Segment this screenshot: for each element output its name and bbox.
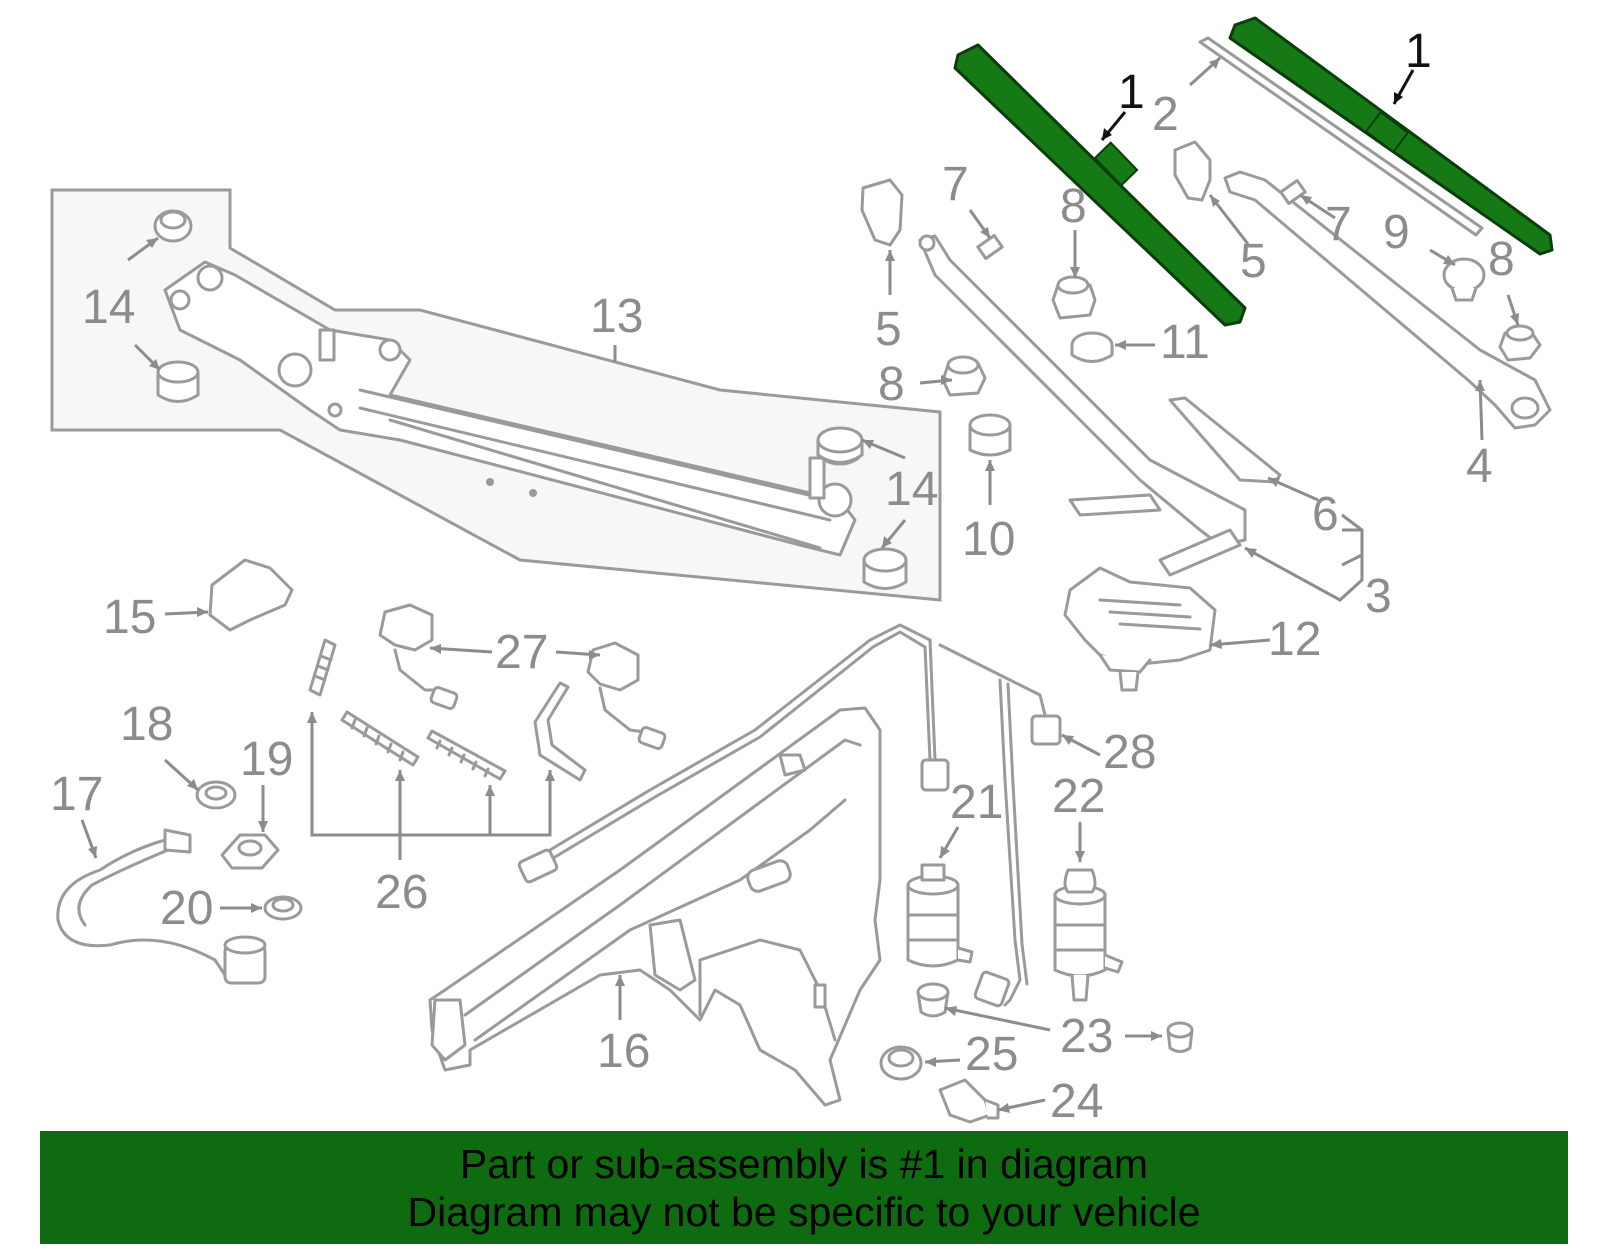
clip-7-right <box>1279 179 1307 205</box>
callout-12: 12 <box>1268 613 1321 666</box>
clip-7-left <box>976 234 1004 260</box>
grommet-14-right-lower <box>862 547 908 590</box>
clamp-20 <box>263 895 303 921</box>
hose-26-c <box>426 729 507 781</box>
callout-4: 4 <box>1466 440 1493 493</box>
spoiler-6 <box>1168 396 1282 484</box>
callout-6: 6 <box>1312 488 1339 541</box>
nut-8-left <box>941 355 987 397</box>
callout-21: 21 <box>950 776 1003 829</box>
sensor-24 <box>938 1078 1000 1124</box>
callout-7-left: 7 <box>942 158 969 211</box>
callout-8-center: 8 <box>1060 180 1087 233</box>
nut-8-right <box>1498 324 1542 362</box>
callout-24: 24 <box>1050 1075 1103 1128</box>
arm-cover-5-right <box>1173 140 1212 202</box>
callout-1-right[interactable]: 1 <box>1405 25 1432 78</box>
callout-labels: 1 1 2 3 4 5 5 6 7 7 8 8 8 9 10 11 12 13 … <box>50 25 1515 1128</box>
washer-pump-22 <box>1053 868 1124 1002</box>
callout-28: 28 <box>1103 726 1156 779</box>
grommet-25 <box>879 1045 923 1081</box>
callout-8-left: 8 <box>878 358 905 411</box>
grommet-23-right <box>1166 1021 1194 1053</box>
callout-23: 23 <box>1060 1010 1113 1063</box>
nozzle-27-right <box>586 641 667 750</box>
grommet-14-lower <box>156 360 200 403</box>
nozzle-27-left <box>378 603 459 710</box>
bracket-15 <box>208 558 294 632</box>
arm-cover-5-left <box>860 178 904 247</box>
wiper-motor-12 <box>1063 566 1217 692</box>
washer-pump-21 <box>906 863 974 968</box>
callout-16: 16 <box>597 1025 650 1078</box>
hose-26-a <box>308 638 337 697</box>
grommet-18 <box>195 780 237 810</box>
callout-22: 22 <box>1052 770 1105 823</box>
callout-26: 26 <box>375 866 428 919</box>
callout-3: 3 <box>1365 570 1392 623</box>
grommet-14-right-upper <box>816 426 864 466</box>
callout-2: 2 <box>1152 88 1179 141</box>
wiring-harness-28 <box>517 623 1062 1008</box>
callout-13: 13 <box>590 290 643 343</box>
callout-9: 9 <box>1383 206 1410 259</box>
callout-17: 17 <box>50 768 103 821</box>
callout-5-right: 5 <box>1240 235 1267 288</box>
wiper-blade-right[interactable] <box>1228 16 1554 256</box>
callout-20: 20 <box>160 882 213 935</box>
wiper-arm-3 <box>918 234 1247 577</box>
info-banner: Part or sub-assembly is #1 in diagram Di… <box>40 1131 1568 1244</box>
linkage-assembly-box <box>50 188 942 602</box>
nut-8-center <box>1051 275 1097 320</box>
banner-line-1: Part or sub-assembly is #1 in diagram <box>459 1140 1149 1187</box>
hose-26-d <box>533 681 587 782</box>
bushing-11 <box>1070 331 1114 363</box>
callout-27: 27 <box>495 626 548 679</box>
hose-17 <box>56 828 267 985</box>
leader-lines <box>80 56 1520 1113</box>
valve-19 <box>220 833 280 870</box>
callout-18: 18 <box>120 698 173 751</box>
grommet-14-upper <box>153 209 193 243</box>
callout-25: 25 <box>965 1028 1018 1081</box>
callout-14-left: 14 <box>82 281 135 334</box>
callout-15: 15 <box>103 591 156 644</box>
callout-7-right: 7 <box>1325 198 1352 251</box>
callout-5-left: 5 <box>875 303 902 356</box>
grommet-23-left <box>916 982 950 1018</box>
callout-11: 11 <box>1160 316 1210 369</box>
cap-10 <box>968 413 1012 457</box>
wiper-arm-4 <box>1223 170 1552 430</box>
wiper-blade-left[interactable] <box>953 43 1247 327</box>
wiper-linkage <box>163 260 857 557</box>
blade-insert-2 <box>1198 36 1484 237</box>
hose-26-b <box>340 710 420 767</box>
callout-1-left[interactable]: 1 <box>1118 66 1145 119</box>
callout-8-right: 8 <box>1488 233 1515 286</box>
callout-10: 10 <box>962 513 1015 566</box>
banner-line-2: Diagram may not be specific to your vehi… <box>407 1188 1201 1235</box>
callout-19: 19 <box>240 733 293 786</box>
cap-9 <box>1442 257 1486 302</box>
callout-14-right: 14 <box>885 463 938 516</box>
washer-reservoir-16 <box>428 706 882 1107</box>
